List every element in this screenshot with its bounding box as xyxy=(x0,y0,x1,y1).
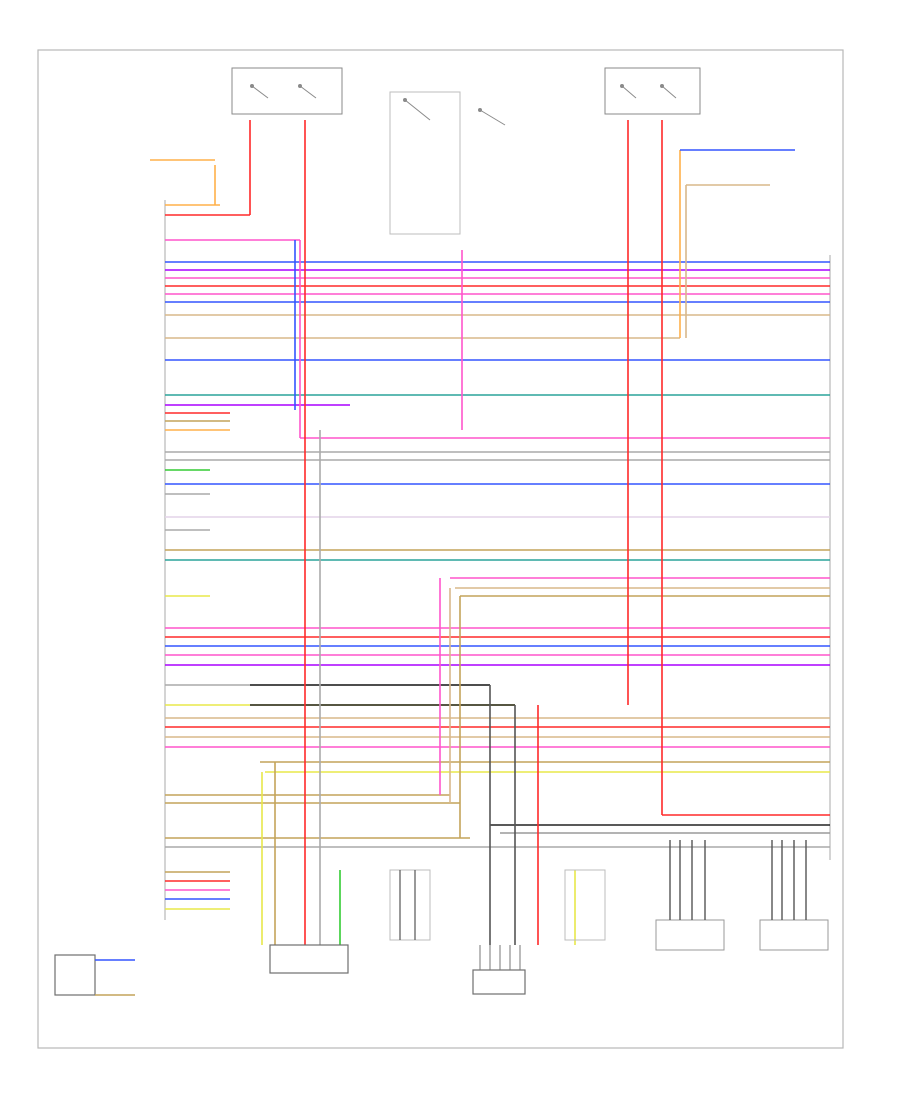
vertical-wires xyxy=(214,120,830,945)
fuse-box-top-left xyxy=(231,67,343,115)
small-connector-1 xyxy=(389,869,431,941)
switch-cluster-center xyxy=(389,91,506,235)
small-connector-2 xyxy=(564,869,606,941)
right-module-2 xyxy=(759,840,829,951)
connector-bottom-left xyxy=(54,954,135,996)
diagram-frame xyxy=(37,49,844,1049)
controller-module-center xyxy=(269,944,349,974)
horizontal-wires xyxy=(165,204,830,910)
relay-module xyxy=(472,945,526,995)
top-right-wires xyxy=(150,149,795,186)
fuse-box-top-right xyxy=(604,67,701,115)
right-module-1 xyxy=(655,840,725,951)
